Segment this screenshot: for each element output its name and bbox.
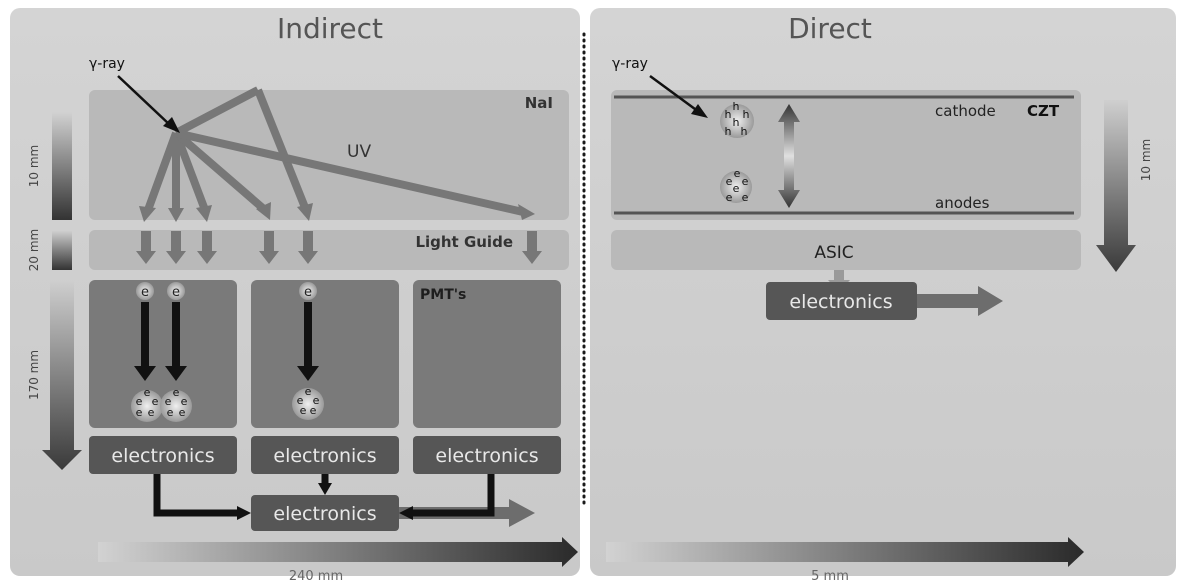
svg-text:h: h — [725, 125, 732, 138]
electronics-box-2 — [251, 436, 399, 474]
svg-text:e: e — [742, 175, 749, 188]
asic-label: ASIC — [814, 243, 853, 263]
electron-3 — [299, 282, 317, 300]
dimension-label-170mm: 170 mm — [27, 350, 41, 400]
electron-label-2: e — [172, 285, 180, 300]
direct-gamma-ray — [649, 74, 700, 114]
svg-text:e: e — [173, 386, 180, 399]
uv-label: UV — [347, 142, 371, 162]
connector-line-1 — [153, 474, 238, 517]
width-label-direct: 5 mm — [811, 569, 849, 581]
svg-text:h: h — [733, 100, 740, 113]
svg-text:e: e — [733, 182, 740, 195]
width-label-indirect: 240 mm — [289, 569, 343, 581]
pmt-3 — [413, 280, 561, 428]
direct-dimension-arrow — [1096, 100, 1136, 272]
electron-1 — [136, 282, 154, 300]
svg-text:e: e — [136, 406, 143, 419]
direct-electronics-box — [766, 282, 917, 320]
nai-label: NaI — [525, 94, 553, 112]
direct-title: Direct — [788, 12, 872, 45]
drift-double-arrow — [778, 104, 800, 208]
cathode-label: cathode — [935, 102, 996, 120]
light-guide-arrows — [136, 231, 542, 264]
anodes-label: anodes — [935, 194, 990, 212]
nai-crystal — [89, 90, 569, 220]
connector-line-3 — [412, 474, 495, 517]
electronics-label-3: electronics — [435, 445, 538, 467]
direct-dimension-label: 10 mm — [1139, 139, 1153, 181]
indirect-gamma-label: γ-ray — [89, 56, 125, 72]
dimension-bar-10mm — [52, 112, 72, 220]
asic-block — [611, 230, 1081, 270]
svg-text:e: e — [179, 406, 186, 419]
svg-text:e: e — [742, 191, 749, 204]
svg-text:h: h — [733, 116, 740, 129]
direct-gamma-label: γ-ray — [612, 56, 648, 72]
svg-text:e: e — [152, 395, 159, 408]
pmt-1 — [89, 280, 237, 428]
connector-arrowhead-1 — [237, 506, 251, 520]
svg-text:h: h — [725, 108, 732, 121]
svg-text:e: e — [305, 385, 312, 398]
direct-output-arrow — [917, 286, 1003, 316]
light-guide-label: Light Guide — [415, 233, 513, 251]
indirect-gamma-ray — [117, 75, 171, 126]
connector-arrowhead-2 — [318, 483, 332, 495]
indirect-title: Indirect — [277, 12, 383, 45]
direct-electronics-label: electronics — [789, 291, 892, 313]
electron-label-1: e — [141, 285, 149, 300]
electronics-label-combined: electronics — [273, 503, 376, 525]
electronics-label-1: electronics — [111, 445, 214, 467]
dimension-label-20mm: 20 mm — [27, 229, 41, 271]
pmt-electrons: e e e — [136, 282, 317, 300]
dimension-bar-170mm — [42, 280, 82, 470]
electronics-box-1 — [89, 436, 237, 474]
svg-text:e: e — [726, 175, 733, 188]
svg-text:e: e — [144, 386, 151, 399]
svg-text:e: e — [181, 395, 188, 408]
svg-text:e: e — [167, 406, 174, 419]
width-arrow-direct — [606, 537, 1084, 567]
svg-text:e: e — [726, 191, 733, 204]
svg-text:e: e — [148, 406, 155, 419]
svg-text:h: h — [743, 108, 750, 121]
indirect-gamma-arrowhead — [163, 117, 180, 133]
svg-text:e: e — [165, 395, 172, 408]
pmt-label: PMT's — [420, 287, 466, 303]
direct-gamma-arrowhead — [691, 104, 708, 118]
dimension-label-10mm: 10 mm — [27, 145, 41, 187]
svg-text:e: e — [297, 394, 304, 407]
uv-rays — [144, 86, 524, 216]
svg-text:e: e — [313, 394, 320, 407]
width-arrow-indirect — [98, 537, 578, 567]
electron-label-3: e — [304, 285, 312, 300]
svg-text:h: h — [741, 125, 748, 138]
connector-arrowhead-3 — [399, 506, 413, 520]
svg-text:e: e — [310, 404, 317, 417]
czt-detector — [611, 90, 1081, 220]
pmt-2 — [251, 280, 399, 428]
asic-electronics-arrow — [828, 270, 850, 292]
electronics-label-2: electronics — [273, 445, 376, 467]
uv-ray-heads — [139, 202, 535, 222]
electron-2 — [167, 282, 185, 300]
pmt-electron-arrows — [134, 302, 319, 381]
czt-label: CZT — [1027, 102, 1060, 120]
electronics-box-combined — [251, 495, 399, 531]
dimension-bar-20mm — [52, 230, 72, 270]
electronics-box-3 — [413, 436, 561, 474]
svg-text:e: e — [734, 167, 741, 180]
svg-text:e: e — [300, 404, 307, 417]
svg-text:e: e — [136, 395, 143, 408]
